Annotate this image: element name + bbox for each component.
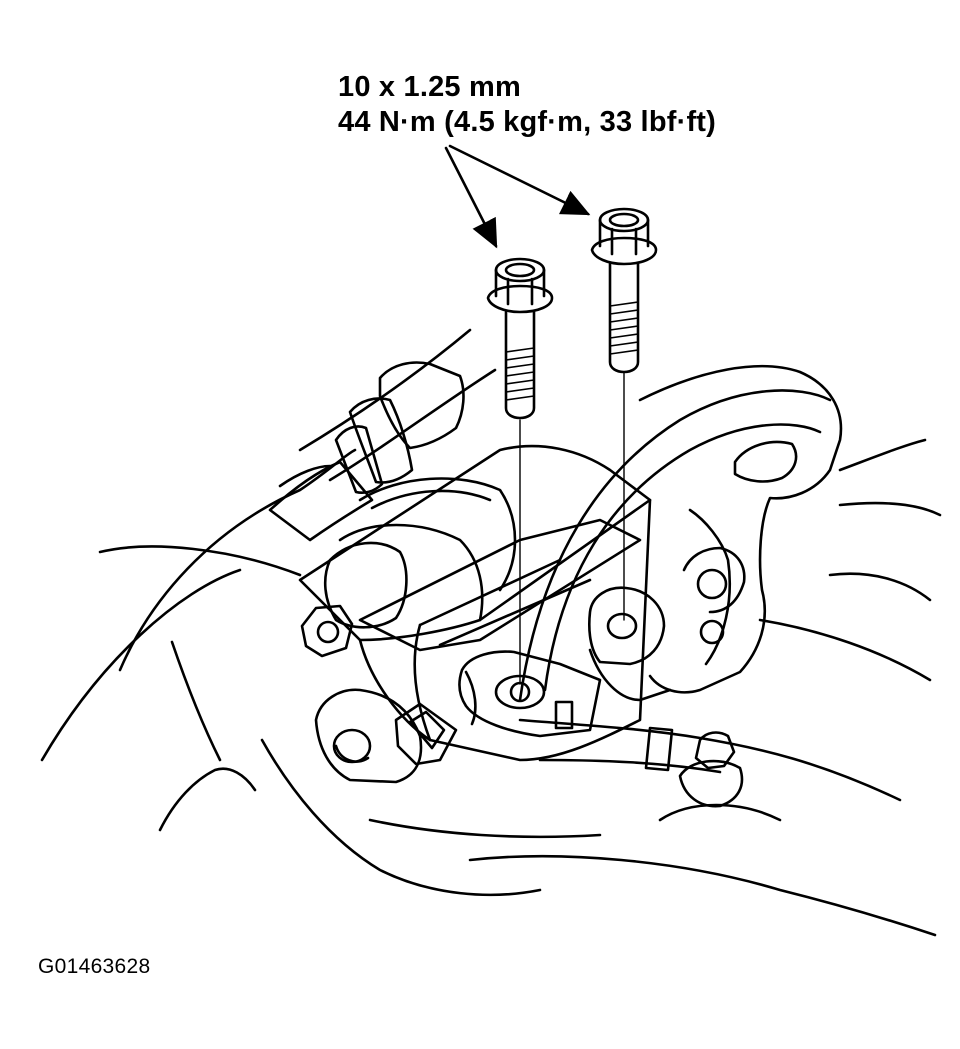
torque-callout: 10 x 1.25 mm 44 N·m (4.5 kgf·m, 33 lbf·f… <box>338 70 716 140</box>
bracket-cylinder-shade <box>370 489 492 510</box>
strut-arc-outer <box>518 389 832 702</box>
lower-bottom-line <box>368 818 602 839</box>
left-vertical-contour <box>170 640 222 762</box>
knuckle-slot <box>733 440 798 483</box>
bracket-inner-edge <box>413 623 432 742</box>
knuckle-boss <box>682 546 746 614</box>
bolt-right-hex-sides <box>598 218 650 256</box>
bolt-hole-right <box>606 612 638 640</box>
bolt-left-hex-inner <box>504 262 536 278</box>
lower-stud <box>658 731 782 822</box>
stud-base-line <box>658 803 782 822</box>
knuckle-bracket <box>638 364 843 694</box>
bracket-cylinder-top <box>358 477 517 592</box>
knuckle-outline <box>638 364 843 694</box>
large-outer-arc <box>98 545 302 577</box>
bolt-left-hex-top <box>494 257 546 283</box>
bolt-right-hex-inner <box>608 212 640 228</box>
clip-inner <box>408 710 446 750</box>
ear-bolt-head <box>332 728 372 764</box>
left-lower-curve <box>158 767 257 832</box>
right-boss-base <box>588 648 672 702</box>
connector-clip <box>394 702 458 766</box>
hose-lower-body <box>268 460 374 542</box>
bottom-right-line <box>468 854 937 937</box>
hose-upper-line <box>298 328 472 452</box>
bolt-left-shank <box>504 310 536 420</box>
callout-arrows <box>444 144 591 249</box>
bracket-side-face <box>358 498 652 762</box>
bracket-rib-1 <box>418 558 562 627</box>
left-inner-arc <box>40 568 242 762</box>
bolt-left-flange <box>486 284 554 314</box>
bracket-rib-2 <box>438 578 592 647</box>
bracket-top-face <box>298 444 652 642</box>
bolt-right-hex-top <box>598 207 650 233</box>
sleeve-end-right <box>554 700 574 730</box>
right-background-line-4 <box>758 618 932 682</box>
body-contours <box>40 438 942 937</box>
brake-line-upper <box>518 718 902 802</box>
clip-body <box>394 702 458 766</box>
bracket-flange <box>338 523 484 622</box>
mount-bracket <box>298 444 652 762</box>
bottom-curve <box>260 738 542 897</box>
bolt-guide-lines <box>519 371 625 685</box>
callout-arrow-right <box>448 144 591 216</box>
strut-arc-inner <box>543 423 822 692</box>
side-nut <box>300 604 354 658</box>
bolt-size-label: 10 x 1.25 mm <box>338 71 521 103</box>
bolt-right-shank <box>608 262 640 374</box>
sleeve-outline <box>458 650 602 738</box>
brake-line <box>518 718 902 802</box>
brake-line-lower <box>538 758 722 774</box>
hose-lower-line <box>328 368 497 482</box>
lower-mount-ear <box>314 688 423 784</box>
bolt-right <box>590 207 658 374</box>
hose-assembly <box>268 328 497 542</box>
bolt-left-thread <box>505 347 535 401</box>
figure-id: G01463628 <box>38 955 151 978</box>
right-background-line-3 <box>828 572 932 602</box>
stud-collar <box>678 759 744 808</box>
sleeve-end-left <box>464 670 477 726</box>
side-nut-center <box>316 620 340 644</box>
callout-arrow-left <box>444 146 498 249</box>
knuckle-hole-lower <box>699 619 725 645</box>
knuckle-hole-upper <box>696 568 728 600</box>
bolt-right-flange <box>590 236 658 266</box>
hose-stub-line <box>278 464 332 488</box>
torque-spec-label: 44 N·m (4.5 kgf·m, 33 lbf·ft) <box>338 106 717 138</box>
knuckle-rib <box>688 508 732 666</box>
hose-coupler <box>378 361 465 450</box>
bolt-left-hex-sides <box>494 268 546 306</box>
bracket-rubber-bushing <box>323 541 408 629</box>
right-bolt-boss <box>588 586 672 702</box>
brake-line-fitting <box>644 726 674 772</box>
right-boss-outline <box>588 586 666 666</box>
bolt-left <box>486 257 554 420</box>
hose-clamp-band <box>334 425 384 495</box>
right-background-line-2 <box>838 501 942 517</box>
side-nut-hex <box>300 604 354 658</box>
strut-arc <box>518 389 832 702</box>
ear-bolt-shade <box>334 744 370 763</box>
ear-outline <box>314 688 423 784</box>
hose-clamp <box>348 397 414 484</box>
bolt-right-thread <box>609 301 639 355</box>
right-background-line-1 <box>838 438 927 472</box>
